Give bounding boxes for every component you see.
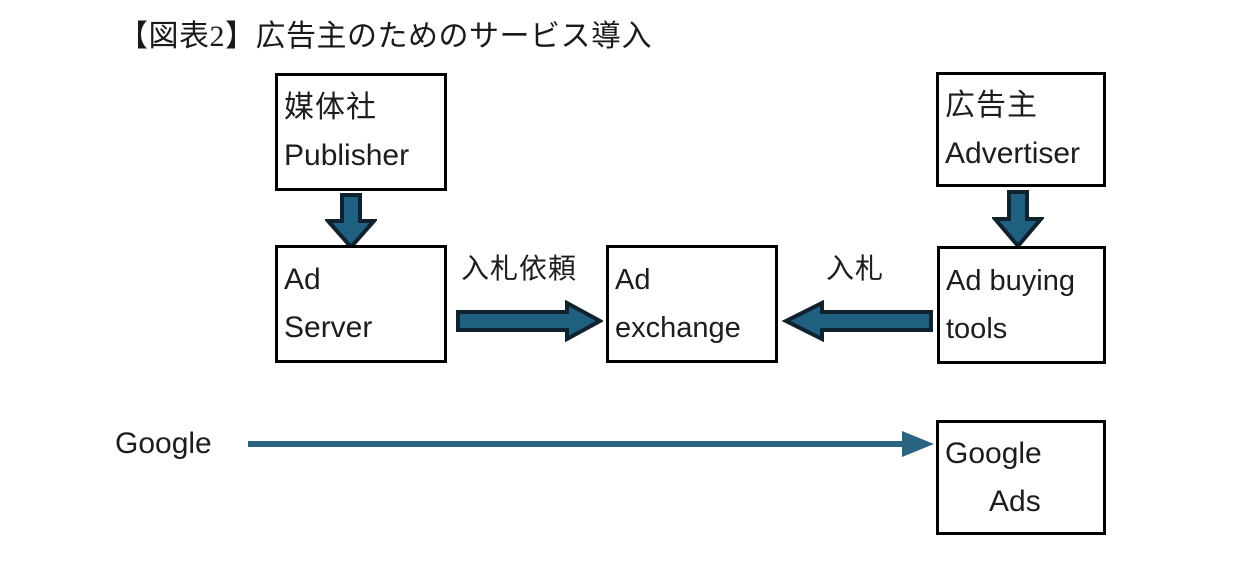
box-publisher-line2: Publisher <box>284 139 410 172</box>
box-ad-server-line1: Ad <box>284 263 321 296</box>
box-advertiser-line2: Advertiser <box>945 136 1081 170</box>
box-ad-buying-tools: Ad buying tools <box>937 246 1106 364</box>
box-ad-buying-tools-line1: Ad buying <box>946 265 1075 297</box>
box-ad-server: Ad Server <box>275 245 447 363</box>
box-ad-server-line2: Server <box>284 311 373 344</box>
arrow-label-bid-request: 入札依頼 <box>461 253 578 284</box>
arrow-right-icon-ad-server-to-ad-exchange <box>455 300 603 342</box>
arrow-right-line-icon-google-to-google-ads <box>246 424 936 464</box>
box-publisher: 媒体社 Publisher <box>275 73 447 191</box>
arrow-left-icon-ad-buying-tools-to-ad-exchange <box>781 300 934 342</box>
arrow-label-bid: 入札 <box>826 253 885 284</box>
figure-title: 【図表2】広告主のためのサービス導入 <box>118 20 652 53</box>
box-ad-buying-tools-line2: tools <box>946 313 1008 345</box>
box-ad-exchange-line1: Ad <box>615 264 651 296</box>
box-ad-exchange-line2: exchange <box>615 312 741 344</box>
arrow-down-icon-advertiser-to-ad-buying-tools <box>992 190 1044 248</box>
box-publisher-line1: 媒体社 <box>284 91 377 124</box>
box-google-ads-line1: Google <box>945 436 1042 470</box>
label-google: Google <box>115 427 212 460</box>
arrow-down-icon-publisher-to-ad-server <box>325 193 377 249</box>
box-advertiser-line1: 広告主 <box>945 88 1038 122</box>
box-ad-exchange: Ad exchange <box>606 245 778 363</box>
box-google-ads: Google Ads <box>936 420 1106 535</box>
box-advertiser: 広告主 Advertiser <box>936 72 1106 187</box>
box-google-ads-line2: Ads <box>989 484 1041 518</box>
